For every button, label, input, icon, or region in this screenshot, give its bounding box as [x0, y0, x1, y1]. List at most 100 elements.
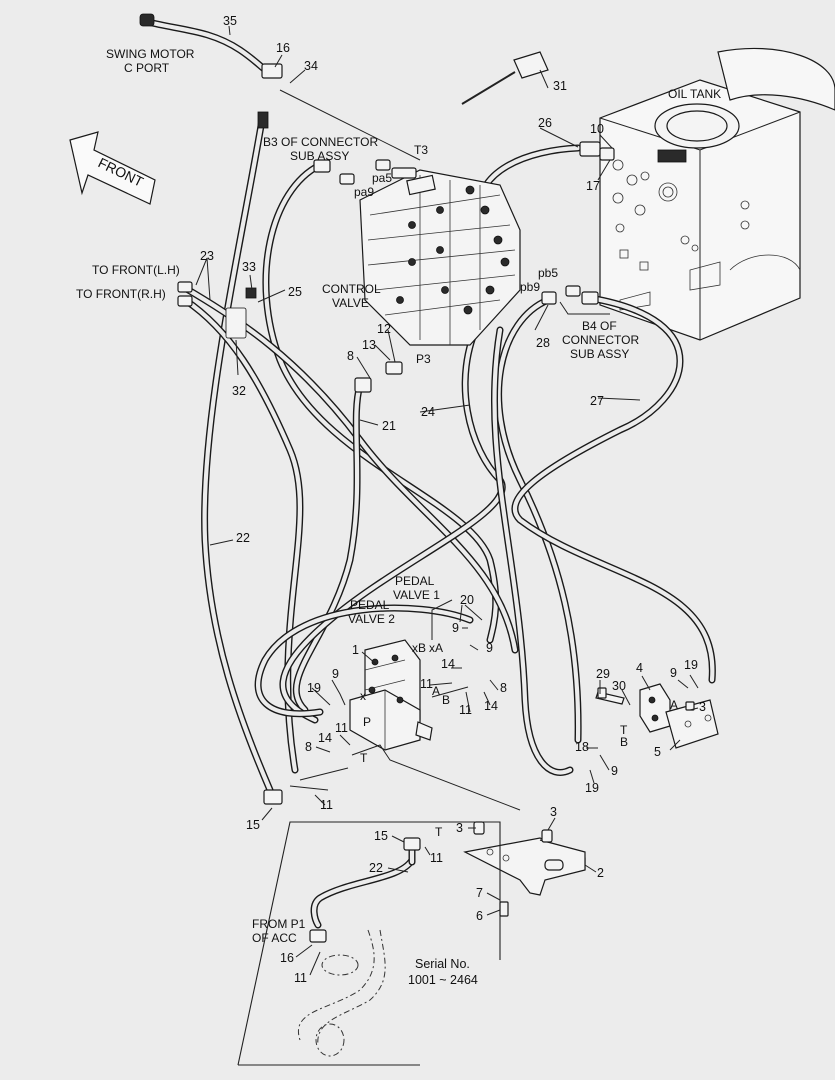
oil-tank-label: OIL TANK: [668, 87, 721, 101]
callout-5: 5: [654, 745, 661, 759]
callout-11f: 11: [294, 971, 307, 985]
pedal-valve: [349, 639, 433, 751]
callout-2: 2: [597, 866, 604, 880]
mounting-bracket: [463, 687, 695, 917]
port-t3-label: T: [435, 825, 443, 839]
control-valve-label-1: CONTROL: [322, 282, 381, 296]
callout-20: 20: [460, 593, 474, 607]
leader-lines: [195, 25, 699, 976]
front-arrow: FRONT: [69, 131, 156, 205]
callout-31: 31: [553, 79, 567, 93]
callout-33: 33: [242, 260, 256, 274]
to-front-rh-label: TO FRONT(R.H): [76, 287, 166, 301]
callout-24: 24: [421, 405, 435, 419]
callout-3a: 3: [699, 700, 706, 714]
pedal-valve-2-label-1: PEDAL: [350, 598, 390, 612]
t3-port-label: T3: [414, 143, 428, 157]
port-b-label: B: [442, 693, 450, 707]
callout-8c: 8: [305, 740, 312, 754]
port-a2-label: A: [670, 698, 678, 712]
callout-30: 30: [612, 679, 626, 693]
callout-10: 10: [590, 122, 604, 136]
callout-7: 7: [476, 886, 483, 900]
callout-12: 12: [377, 322, 391, 336]
callout-16: 16: [276, 41, 290, 55]
serial-label-1: Serial No.: [415, 957, 470, 971]
callout-16b: 16: [280, 951, 294, 965]
shuttle-valve: [595, 683, 719, 749]
callout-9c: 9: [332, 667, 339, 681]
callout-19b: 19: [684, 658, 698, 672]
oil-tank: OIL TANK: [599, 47, 835, 341]
port-p-label: P: [363, 715, 371, 729]
port-a-label: A: [432, 684, 440, 698]
callout-11e: 11: [430, 851, 443, 865]
callout-28: 28: [536, 336, 550, 350]
inset-detail: [237, 821, 501, 1066]
callout-9b: 9: [486, 641, 493, 655]
b3-connector-label-1: B3 OF CONNECTOR: [263, 135, 378, 149]
pedal-valve-2-label-2: VALVE 2: [348, 612, 395, 626]
callout-14b: 14: [484, 699, 498, 713]
from-p1-label-2: OF ACC: [252, 931, 297, 945]
b4-connector-label-3: SUB ASSY: [570, 347, 629, 361]
callout-22: 22: [236, 531, 250, 545]
callout-8a: 8: [347, 349, 354, 363]
callout-3c: 3: [550, 805, 557, 819]
callout-6: 6: [476, 909, 483, 923]
fittings: [139, 13, 615, 805]
pedal-valve-1-label-1: PEDAL: [395, 574, 435, 588]
port-xb-label: xB: [412, 641, 426, 655]
callout-29: 29: [596, 667, 610, 681]
swing-motor-label-1: SWING MOTOR: [106, 47, 195, 61]
text-labels: SWING MOTOR C PORT B3 OF CONNECTOR SUB A…: [76, 47, 678, 987]
callout-15b: 15: [374, 829, 388, 843]
pedal-valve-1-label-2: VALVE 1: [393, 588, 440, 602]
port-b2-label: B: [620, 735, 628, 749]
pa5-port-label: pa5: [372, 171, 392, 185]
callout-27: 27: [590, 394, 604, 408]
callout-15: 15: [246, 818, 260, 832]
port-t2-label: T: [620, 723, 628, 737]
callout-35: 35: [223, 14, 237, 28]
callout-1: 1: [352, 643, 359, 657]
p3-port-label: P3: [416, 352, 431, 366]
callout-21: 21: [382, 419, 396, 433]
pb5-port-label: pb5: [538, 266, 558, 280]
callout-23: 23: [200, 249, 214, 263]
callout-11b: 11: [459, 703, 472, 717]
callout-34: 34: [304, 59, 318, 73]
callout-22b: 22: [369, 861, 383, 875]
callout-13: 13: [362, 338, 376, 352]
port-x-label: x: [360, 689, 366, 703]
callout-11c: 11: [335, 721, 348, 735]
callout-9e: 9: [611, 764, 618, 778]
callout-11a: 11: [420, 677, 433, 691]
callout-19a: 19: [307, 681, 321, 695]
callout-3b: 3: [456, 821, 463, 835]
pb9-port-label: pb9: [520, 280, 540, 294]
callout-19c: 19: [585, 781, 599, 795]
callout-11d: 11: [320, 798, 333, 812]
pa9-port-label: pa9: [354, 185, 374, 199]
from-p1-label-1: FROM P1: [252, 917, 306, 931]
control-valve: CONTROL VALVE: [322, 169, 521, 346]
callout-14c: 14: [318, 731, 332, 745]
callout-17: 17: [586, 179, 600, 193]
callout-9a: 9: [452, 621, 459, 635]
swing-motor-label-2: C PORT: [124, 61, 170, 75]
port-t-label: T: [360, 751, 368, 765]
callout-8b: 8: [500, 681, 507, 695]
b4-connector-label-1: B4 OF: [582, 319, 617, 333]
b3-connector-label-2: SUB ASSY: [290, 149, 349, 163]
to-front-lh-label: TO FRONT(L.H): [92, 263, 180, 277]
callout-18: 18: [575, 740, 589, 754]
callout-25: 25: [288, 285, 302, 299]
callout-9d: 9: [670, 666, 677, 680]
callout-4: 4: [636, 661, 643, 675]
callout-32: 32: [232, 384, 246, 398]
callout-26: 26: [538, 116, 552, 130]
b4-connector-label-2: CONNECTOR: [562, 333, 639, 347]
callout-14a: 14: [441, 657, 455, 671]
